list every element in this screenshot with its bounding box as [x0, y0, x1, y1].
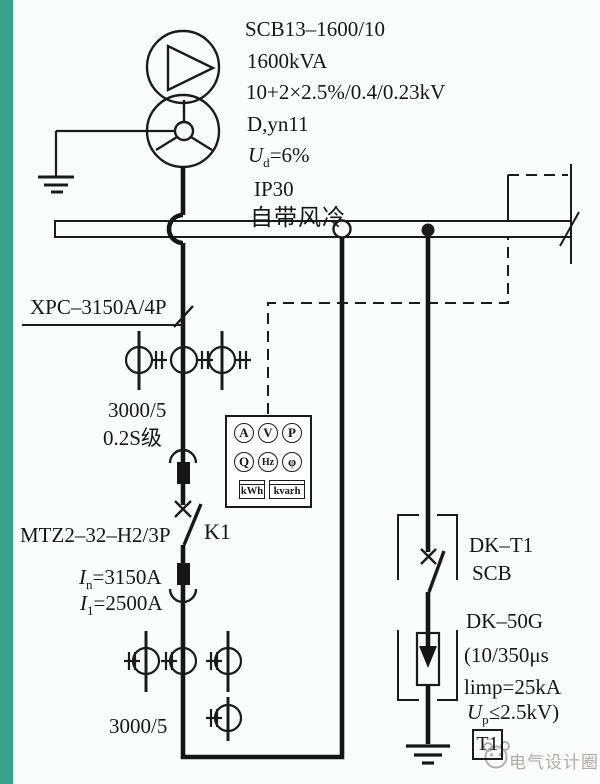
arrow-down-icon — [419, 646, 437, 668]
spd-switch-label: DK–T1 — [469, 533, 534, 557]
ground-symbol-right — [406, 744, 450, 765]
left-accent-bar — [0, 0, 13, 784]
wye-winding-icon — [173, 120, 195, 142]
metering-dashed-link — [267, 174, 568, 414]
energy-meter-kvarh: kvarh — [269, 480, 305, 499]
drawout-breaker — [168, 448, 203, 604]
ct-ratio-upper-label: 3000/5 — [108, 398, 167, 422]
spd-switch-blade — [427, 550, 446, 593]
spd-waveform-label: (10/350μs — [464, 643, 549, 667]
busbar-hop-icon — [166, 212, 184, 246]
ammeter-icon: A — [234, 423, 254, 443]
spd-switch — [420, 548, 446, 593]
voltmeter-icon: V — [258, 423, 278, 443]
var-meter-icon: Q — [234, 452, 254, 472]
delta-winding-icon — [166, 44, 216, 92]
ct-ratio-lower-label: 3000/5 — [109, 714, 168, 738]
spd-impulse-label: limp=25kA — [464, 675, 562, 699]
ct-class-label: 0.2S级 — [103, 426, 162, 450]
t1-terminal-box: T1 — [472, 729, 503, 760]
ip-rating-label: IP30 — [254, 177, 294, 201]
impedance-label: Ud=6% — [248, 143, 310, 171]
breaker-blade — [182, 503, 203, 546]
busbar-break-icon — [559, 211, 580, 247]
busbar-tap-dot — [421, 223, 435, 237]
phase-meter-icon: φ — [282, 452, 302, 472]
meter-panel: A V P Q Hz φ kWh kvarh — [225, 415, 312, 508]
cooling-label: 自带风冷 — [250, 205, 346, 230]
breaker-id-label: K1 — [204, 519, 231, 544]
t1-terminal-label: T1 — [476, 733, 499, 755]
rated-current-label: In=3150A — [79, 565, 162, 593]
current-transformers-lower — [124, 631, 243, 741]
vector-group-label: D,yn11 — [247, 112, 309, 136]
spd-enclosure-brackets — [397, 514, 458, 701]
setting-current-label: I1=2500A — [80, 591, 163, 619]
drawout-contact-top-icon — [168, 448, 198, 464]
spd-type-label: SCB — [472, 561, 512, 585]
transformer-symbol — [145, 29, 221, 169]
busbar-tap-circle — [332, 219, 352, 239]
busbar — [54, 164, 580, 264]
surge-arrester-symbol — [415, 631, 441, 687]
spd-model-label: DK–50G — [466, 609, 543, 633]
ground-symbol-left — [38, 129, 175, 194]
power-meter-icon: P — [282, 423, 302, 443]
drawout-contact-bottom-icon — [168, 588, 198, 604]
spd-up-label: Up≤2.5kV) — [467, 700, 560, 728]
breaker-model-label: MTZ2–32–H2/3P — [20, 523, 171, 547]
watermark-text: 电气设计圈 — [509, 753, 599, 772]
transformer-voltage-label: 10+2×2.5%/0.4/0.23kV — [246, 80, 446, 104]
busbar-connector-mark — [22, 305, 194, 328]
current-transformers-upper — [124, 331, 251, 390]
frequency-meter-icon: Hz — [258, 452, 278, 472]
energy-meter-kwh: kWh — [239, 480, 265, 499]
transformer-model-label: SCB13–1600/10 — [245, 17, 386, 41]
busbar-connector-label: XPC–3150A/4P — [30, 295, 167, 319]
transformer-capacity-label: 1600kVA — [247, 49, 328, 73]
